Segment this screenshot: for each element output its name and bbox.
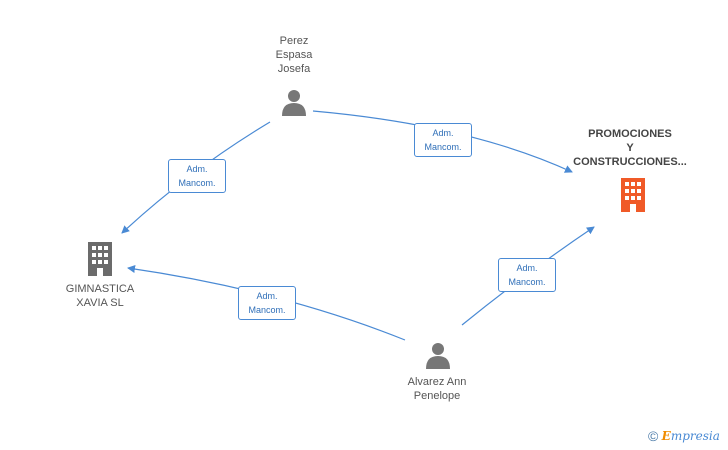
edge-label-alvarez-promociones: Adm. Mancom.	[498, 258, 556, 292]
edge-label-alvarez-gimnastica: Adm. Mancom.	[238, 286, 296, 320]
node-label-promociones[interactable]: PROMOCIONES Y CONSTRUCCIONES...	[573, 128, 687, 168]
building-icon[interactable]	[85, 242, 115, 276]
building-icon[interactable]	[618, 178, 648, 212]
person-icon[interactable]	[280, 88, 308, 116]
person-icon[interactable]	[424, 341, 452, 369]
empresia-watermark: © Empresia	[648, 428, 720, 444]
edge-label-perez-gimnastica: Adm. Mancom.	[168, 159, 226, 193]
node-label-alvarez[interactable]: Alvarez Ann Penelope	[407, 376, 467, 402]
brand-logo-text: mpresia	[670, 429, 720, 443]
copyright-symbol: ©	[648, 428, 659, 444]
node-label-perez[interactable]: Perez Espasa Josefa	[275, 35, 313, 75]
edge-label-perez-promociones: Adm. Mancom.	[414, 123, 472, 157]
brand-logo-initial: E	[661, 429, 671, 443]
node-label-gimnastica[interactable]: GIMNASTICA XAVIA SL	[65, 283, 135, 309]
